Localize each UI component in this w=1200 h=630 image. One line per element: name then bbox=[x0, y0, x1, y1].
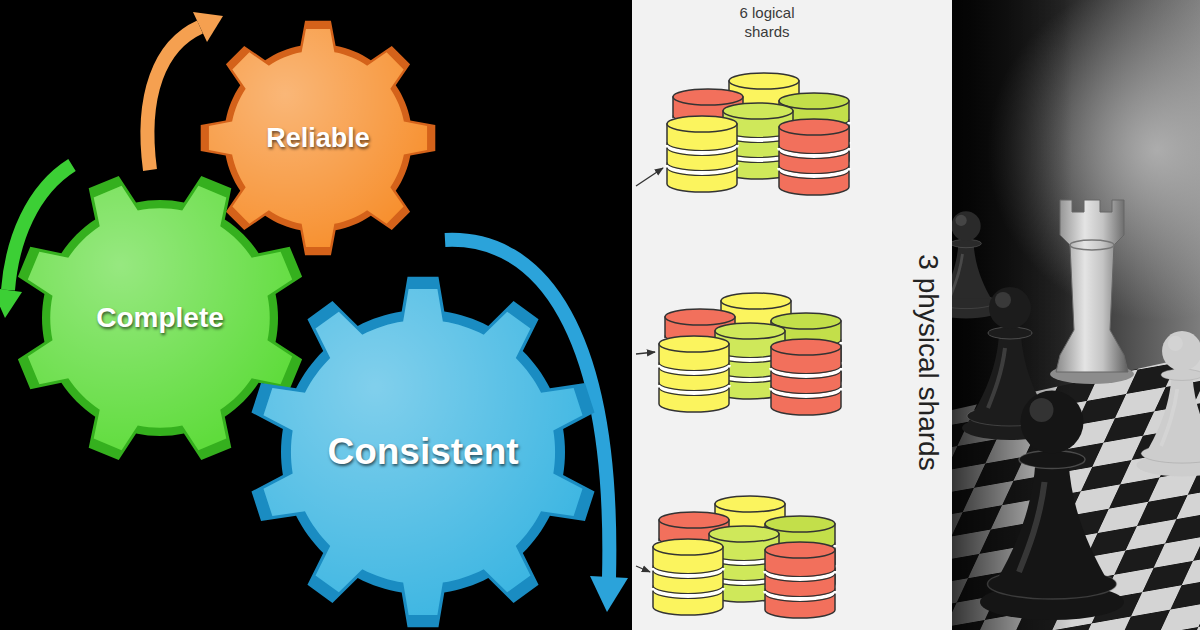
chess-photo bbox=[952, 0, 1200, 630]
axis-caption: 3 physical shards bbox=[911, 254, 946, 470]
shard-group bbox=[667, 73, 849, 195]
gear-label: Complete bbox=[96, 302, 224, 334]
gear-edge bbox=[201, 21, 436, 256]
gear-node: Consistent bbox=[243, 272, 603, 630]
shard-cylinder bbox=[779, 119, 849, 195]
gear-edge bbox=[18, 176, 302, 460]
rook-ring bbox=[1070, 240, 1114, 250]
gear-face bbox=[263, 289, 582, 615]
shard-group bbox=[653, 496, 835, 618]
gear-shine bbox=[209, 29, 427, 247]
gear-face bbox=[209, 29, 427, 247]
rook-body bbox=[1056, 200, 1128, 372]
chess-piece bbox=[980, 391, 1124, 621]
shard-cylinder bbox=[667, 116, 737, 192]
shard-cylinder bbox=[653, 539, 723, 615]
gear-label: Consistent bbox=[327, 431, 518, 473]
cycle-arrow-head bbox=[0, 288, 22, 318]
panel-caption: 6 logical shards bbox=[719, 4, 815, 42]
middle-panel-ground bbox=[632, 0, 952, 630]
left-panel-ground bbox=[0, 0, 632, 630]
gear-label: Reliable bbox=[266, 123, 370, 154]
pointer-arrow bbox=[636, 352, 655, 354]
chess-piece bbox=[1136, 331, 1200, 476]
gear-shine bbox=[263, 289, 582, 615]
gear-node: Reliable bbox=[196, 16, 440, 260]
shard-group bbox=[659, 293, 841, 415]
cycle-arrow-head bbox=[193, 12, 223, 42]
shard-cylinder bbox=[659, 336, 729, 412]
pointer-arrow bbox=[636, 566, 650, 572]
pointer-arrow bbox=[636, 168, 663, 186]
cycle-arrow bbox=[147, 27, 200, 170]
gear-edge bbox=[251, 277, 594, 628]
rook-piece bbox=[1050, 200, 1134, 384]
shard-cylinder bbox=[765, 542, 835, 618]
cycle-arrow-head bbox=[590, 576, 628, 612]
gear-node: Complete bbox=[8, 166, 312, 470]
shard-cylinder bbox=[771, 339, 841, 415]
